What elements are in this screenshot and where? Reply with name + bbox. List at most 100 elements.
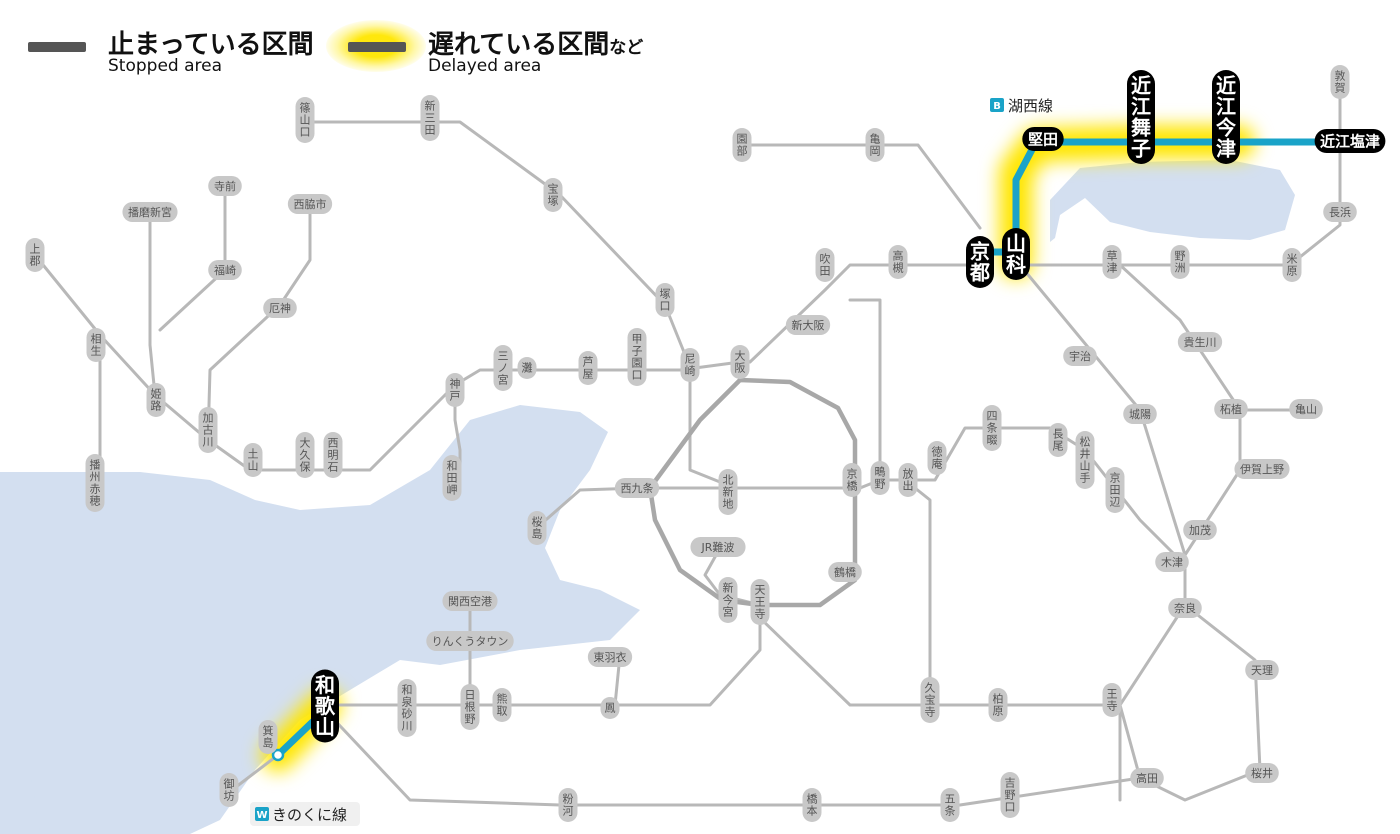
station-tennoji: 天王寺 xyxy=(750,579,770,625)
station-label-aioi: 相生 xyxy=(91,333,102,358)
station-label-kokawa: 粉河 xyxy=(563,793,574,818)
station-label-kansaiairport: 関西空港 xyxy=(448,594,492,608)
minoshima-terminal-dot xyxy=(271,748,285,762)
station-kokawa: 粉河 xyxy=(558,788,578,822)
station-tsurugi: 敦賀 xyxy=(1330,65,1350,99)
station-label-sonobe: 園部 xyxy=(737,133,748,158)
station-kakogawa: 加古川 xyxy=(198,407,218,453)
station-ashiya: 芦屋 xyxy=(578,351,598,385)
stopped-legend-bar xyxy=(28,42,86,52)
station-label-yasu: 野洲 xyxy=(1175,250,1186,275)
station-tsuchiyama: 土山 xyxy=(243,443,263,477)
stopped-legend-en: Stopped area xyxy=(108,56,223,76)
station-otori: 鳳 xyxy=(600,697,620,719)
station-kizu: 木津 xyxy=(1155,552,1189,572)
station-takarazuka: 宝塚 xyxy=(543,178,563,212)
station-label-tsuge: 柘植 xyxy=(1220,402,1242,416)
station-label-kamigori: 上郡 xyxy=(30,243,41,268)
station-label-shigino: 鴫野 xyxy=(875,465,886,491)
station-label-gojo: 五条 xyxy=(945,793,956,818)
station-label-takarazuka: 宝塚 xyxy=(548,182,559,208)
station-shigino: 鴫野 xyxy=(870,461,890,495)
station-suita: 吹田 xyxy=(815,248,835,282)
station-label-yamashina: 山科 xyxy=(1006,232,1026,277)
station-sonobe: 園部 xyxy=(732,128,752,162)
station-label-hineno: 日根野 xyxy=(465,689,476,726)
bay-water-strip xyxy=(0,760,40,834)
station-label-fukusaki: 福崎 xyxy=(214,263,236,277)
delayed-legend-jp: 遅れている区間など xyxy=(428,24,643,61)
station-label-takada: 高田 xyxy=(1136,771,1158,785)
station-label-kyuhoji: 久宝寺 xyxy=(925,682,936,719)
station-osaka: 大阪 xyxy=(730,345,750,379)
station-label-minoshima: 箕島 xyxy=(263,724,274,750)
station-label-kameoka: 亀岡 xyxy=(870,132,881,158)
station-wadamisaki: 和田岬 xyxy=(442,455,462,501)
station-kashiwara: 柏原 xyxy=(988,688,1008,722)
station-label-tsuchiyama: 土山 xyxy=(248,448,259,473)
station-label-omiimazu: 近江今津 xyxy=(1216,74,1237,161)
station-nara: 奈良 xyxy=(1168,598,1202,618)
station-hashimoto: 橋本 xyxy=(802,788,822,822)
station-sakurajima: 桜島 xyxy=(527,511,547,545)
station-kyotanabe: 京田辺 xyxy=(1105,467,1125,513)
stopped-legend-jp: 止まっている区間 xyxy=(108,30,314,60)
osaka-loop-line xyxy=(647,377,858,608)
delayed-legend-en: Delayed area xyxy=(428,56,542,76)
station-label-teramae: 寺前 xyxy=(214,179,236,193)
station-kamo: 加茂 xyxy=(1183,520,1217,540)
station-kyuhoji: 久宝寺 xyxy=(920,677,940,723)
station-nishiwakishi: 西脇市 xyxy=(287,194,333,214)
station-nagahama: 長浜 xyxy=(1323,202,1357,222)
station-label-ashiya: 芦屋 xyxy=(583,356,594,381)
station-label-hashimoto: 橋本 xyxy=(807,792,818,818)
station-label-tokuan: 徳庵 xyxy=(932,446,943,471)
station-omiimazu: 近江今津 xyxy=(1212,70,1240,164)
station-label-kizu: 木津 xyxy=(1161,556,1183,569)
station-kameyama: 亀山 xyxy=(1289,399,1323,419)
station-minoshima: 箕島 xyxy=(258,720,278,754)
station-kyoto: 京都 xyxy=(966,236,994,288)
station-uji: 宇治 xyxy=(1063,346,1097,366)
station-kitashinchi: 北新地 xyxy=(718,469,738,515)
station-label-uji: 宇治 xyxy=(1069,349,1091,363)
station-label-sakurajima: 桜島 xyxy=(532,515,543,541)
station-label-nishiakashi: 西明石 xyxy=(328,437,339,474)
station-yoshinoguchi: 吉野口 xyxy=(1000,772,1020,818)
station-label-amagasaki: 尼崎 xyxy=(685,353,696,378)
station-label-sannomiya: 三ノ宮 xyxy=(498,350,509,387)
station-label-sasayamaguchi: 篠山口 xyxy=(300,101,311,139)
station-label-nada: 灘 xyxy=(522,362,533,375)
station-label-nagao: 長尾 xyxy=(1053,428,1064,453)
station-label-nishikujo: 西九条 xyxy=(621,481,654,495)
station-koshienguchi: 甲子園口 xyxy=(627,328,647,386)
station-joyo: 城陽 xyxy=(1123,404,1157,424)
station-himeji: 姫路 xyxy=(146,383,166,417)
station-igaueno: 伊賀上野 xyxy=(1234,459,1290,479)
lake-biwa xyxy=(1050,160,1295,242)
station-matsuiyamate: 松井山手 xyxy=(1075,431,1095,489)
station-tenri: 天理 xyxy=(1245,660,1279,680)
station-label-harimashingu: 播磨新宮 xyxy=(128,205,172,219)
station-teramae: 寺前 xyxy=(208,176,242,196)
station-label-takatsuki: 高槻 xyxy=(893,249,904,275)
osaka-bay xyxy=(0,405,640,834)
station-label-igaueno: 伊賀上野 xyxy=(1240,463,1284,476)
station-label-otori: 鳳 xyxy=(605,702,616,715)
station-aioi: 相生 xyxy=(86,328,106,362)
station-okubo: 大久保 xyxy=(295,432,315,478)
delayed-legend-jp-main: 遅れている区間 xyxy=(428,30,610,60)
station-label-yoshinoguchi: 吉野口 xyxy=(1005,777,1016,814)
station-izumisunagawa: 和泉砂川 xyxy=(397,679,417,737)
station-hanaten: 放出 xyxy=(898,463,918,497)
station-label-wadamisaki: 和田岬 xyxy=(447,460,458,497)
station-label-gobo: 御坊 xyxy=(224,777,235,803)
station-label-himeji: 姫路 xyxy=(151,387,162,413)
station-sannomiya: 三ノ宮 xyxy=(493,345,513,391)
station-label-yakujin: 厄神 xyxy=(269,301,291,315)
station-label-shinsanda: 新三田 xyxy=(425,99,436,137)
station-label-nara: 奈良 xyxy=(1174,601,1196,615)
station-label-omishiotsu: 近江塩津 xyxy=(1320,132,1380,150)
station-label-koshienguchi: 甲子園口 xyxy=(632,333,643,382)
station-jrnamba: JR難波 xyxy=(690,537,746,557)
